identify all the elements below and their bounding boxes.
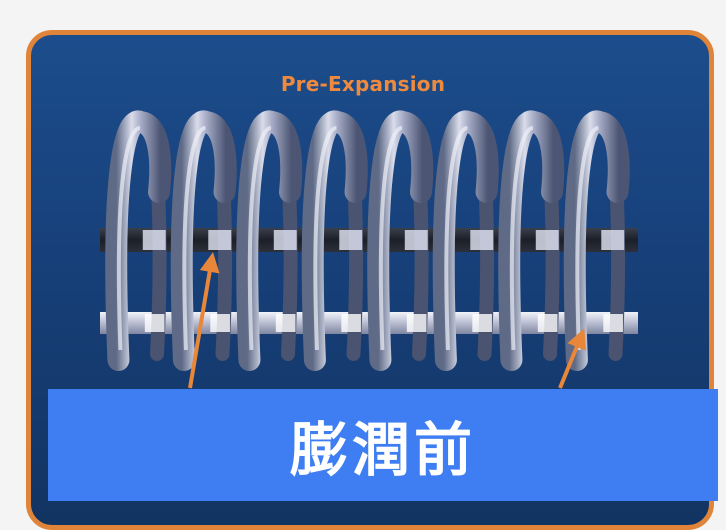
rod-glint — [142, 230, 166, 250]
rod-glint — [535, 230, 559, 250]
coil-highlight — [116, 126, 141, 351]
rod-glint — [537, 314, 558, 332]
rod-glint — [273, 230, 297, 250]
coil-loop — [367, 110, 434, 371]
coil-loop — [236, 110, 303, 371]
coil-loop — [432, 110, 499, 371]
coil-loop — [170, 110, 237, 371]
coil-loop — [563, 110, 630, 371]
coil-highlight — [247, 126, 272, 351]
rod-glint — [472, 314, 492, 332]
rod-glint — [210, 314, 230, 332]
rod-glint — [601, 230, 625, 250]
rod-glint — [603, 314, 623, 332]
caption-bar — [48, 389, 718, 501]
rod-glint — [275, 314, 296, 332]
rod-glint — [470, 230, 494, 250]
caption-text: 膨潤前 — [289, 416, 476, 484]
coil-loop — [301, 110, 368, 371]
coil-loop — [105, 110, 172, 371]
coil-loop — [498, 110, 565, 371]
rod-glint — [404, 230, 428, 250]
diagram-title: Pre-Expansion — [280, 72, 446, 96]
rod-glint — [406, 314, 427, 332]
coil-highlight — [378, 126, 403, 351]
rod-glint — [208, 230, 232, 250]
coil-highlight — [313, 126, 337, 351]
pointer-arrow-left — [188, 252, 220, 389]
coil-highlight — [182, 126, 206, 351]
coil-highlight — [575, 126, 599, 351]
spring-illustration — [100, 110, 638, 389]
pointer-arrow-right — [558, 328, 586, 389]
rod-glint — [339, 230, 363, 250]
rod-highlights — [142, 230, 625, 332]
coil-highlight — [509, 126, 534, 351]
rod-glint — [341, 314, 361, 332]
rod-glint — [144, 314, 165, 332]
coil-highlight — [444, 126, 468, 351]
